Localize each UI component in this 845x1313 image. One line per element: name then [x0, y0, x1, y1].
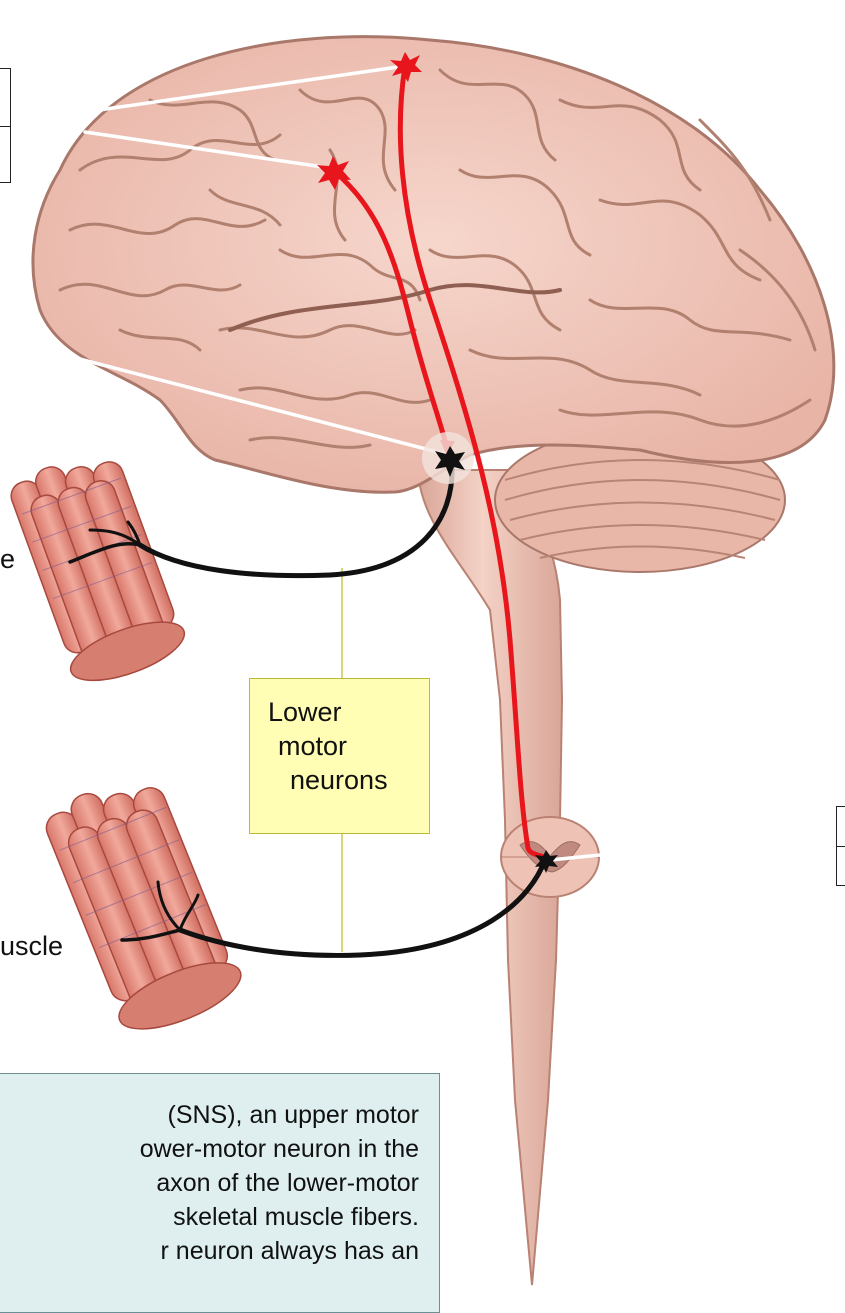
skeletal-muscle-top [3, 443, 192, 693]
info-line-1: (SNS), an upper motor [168, 1100, 420, 1130]
cropped-label-box-right [836, 806, 845, 886]
skeletal-muscle-bottom [36, 765, 249, 1043]
cropped-label-box-top-left [0, 68, 11, 183]
label-line-3: neurons [290, 763, 388, 797]
info-line-2: ower-motor neuron in the [140, 1134, 419, 1164]
info-line-5: r neuron always has an [161, 1236, 419, 1266]
skeletal-muscle-label-top: e [0, 544, 15, 575]
skeletal-muscle-label-bottom: uscle [0, 931, 63, 962]
lower-motor-neurons-label: Lower motor neurons [249, 678, 430, 834]
label-line-2: motor [278, 729, 347, 763]
info-line-4: skeletal muscle fibers. [173, 1202, 419, 1232]
info-text-box: (SNS), an upper motor ower-motor neuron … [0, 1073, 440, 1313]
info-line-3: axon of the lower-motor [156, 1168, 419, 1198]
label-line-1: Lower [268, 695, 342, 729]
